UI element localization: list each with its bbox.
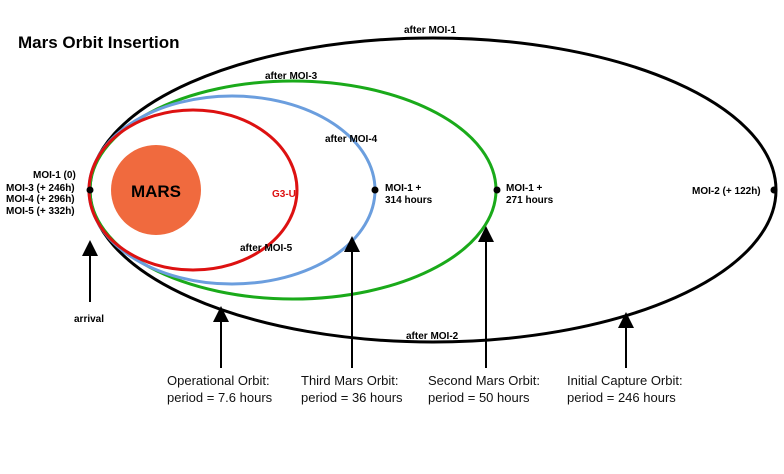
- g3u-label: G3-U: [272, 189, 296, 200]
- initial-orbit-caption-title: Initial Capture Orbit:: [567, 373, 683, 388]
- moi1-271-label-line2: 271 hours: [506, 195, 554, 206]
- second-orbit-caption-period: period = 50 hours: [428, 390, 530, 405]
- initial-orbit-caption-period: period = 246 hours: [567, 390, 676, 405]
- operational-orbit-caption-period: period = 7.6 hours: [167, 390, 273, 405]
- apoapsis-third-point: [371, 186, 379, 194]
- after-moi4-label: after MOI-4: [325, 134, 378, 145]
- apoapsis-second-point: [493, 186, 501, 194]
- mars-label: MARS: [131, 182, 181, 201]
- mars-planet: [111, 145, 201, 235]
- moi1-314-label-line1: MOI-1 +: [385, 183, 422, 194]
- moi1-label: MOI-1 (0): [33, 170, 76, 181]
- apoapsis-capture-point: [770, 186, 778, 194]
- moi1-271-label-line1: MOI-1 +: [506, 183, 543, 194]
- second-orbit-caption-title: Second Mars Orbit:: [428, 373, 540, 388]
- moi1-314-label-line2: 314 hours: [385, 195, 433, 206]
- after-moi5-label: after MOI-5: [240, 243, 293, 254]
- after-moi2-label: after MOI-2: [406, 331, 459, 342]
- moi5-label: MOI-5 (+ 332h): [6, 206, 75, 217]
- moi3-label: MOI-3 (+ 246h): [6, 183, 75, 194]
- third-orbit-caption-period: period = 36 hours: [301, 390, 403, 405]
- diagram-title: Mars Orbit Insertion: [18, 33, 180, 52]
- third-orbit-caption-title: Third Mars Orbit:: [301, 373, 399, 388]
- periapsis-point: [86, 186, 94, 194]
- after-moi1-label: after MOI-1: [404, 25, 457, 36]
- operational-orbit-caption-title: Operational Orbit:: [167, 373, 270, 388]
- moi4-label: MOI-4 (+ 296h): [6, 194, 75, 205]
- arrival-label: arrival: [74, 314, 104, 325]
- after-moi3-label: after MOI-3: [265, 71, 318, 82]
- moi2-label: MOI-2 (+ 122h): [692, 186, 761, 197]
